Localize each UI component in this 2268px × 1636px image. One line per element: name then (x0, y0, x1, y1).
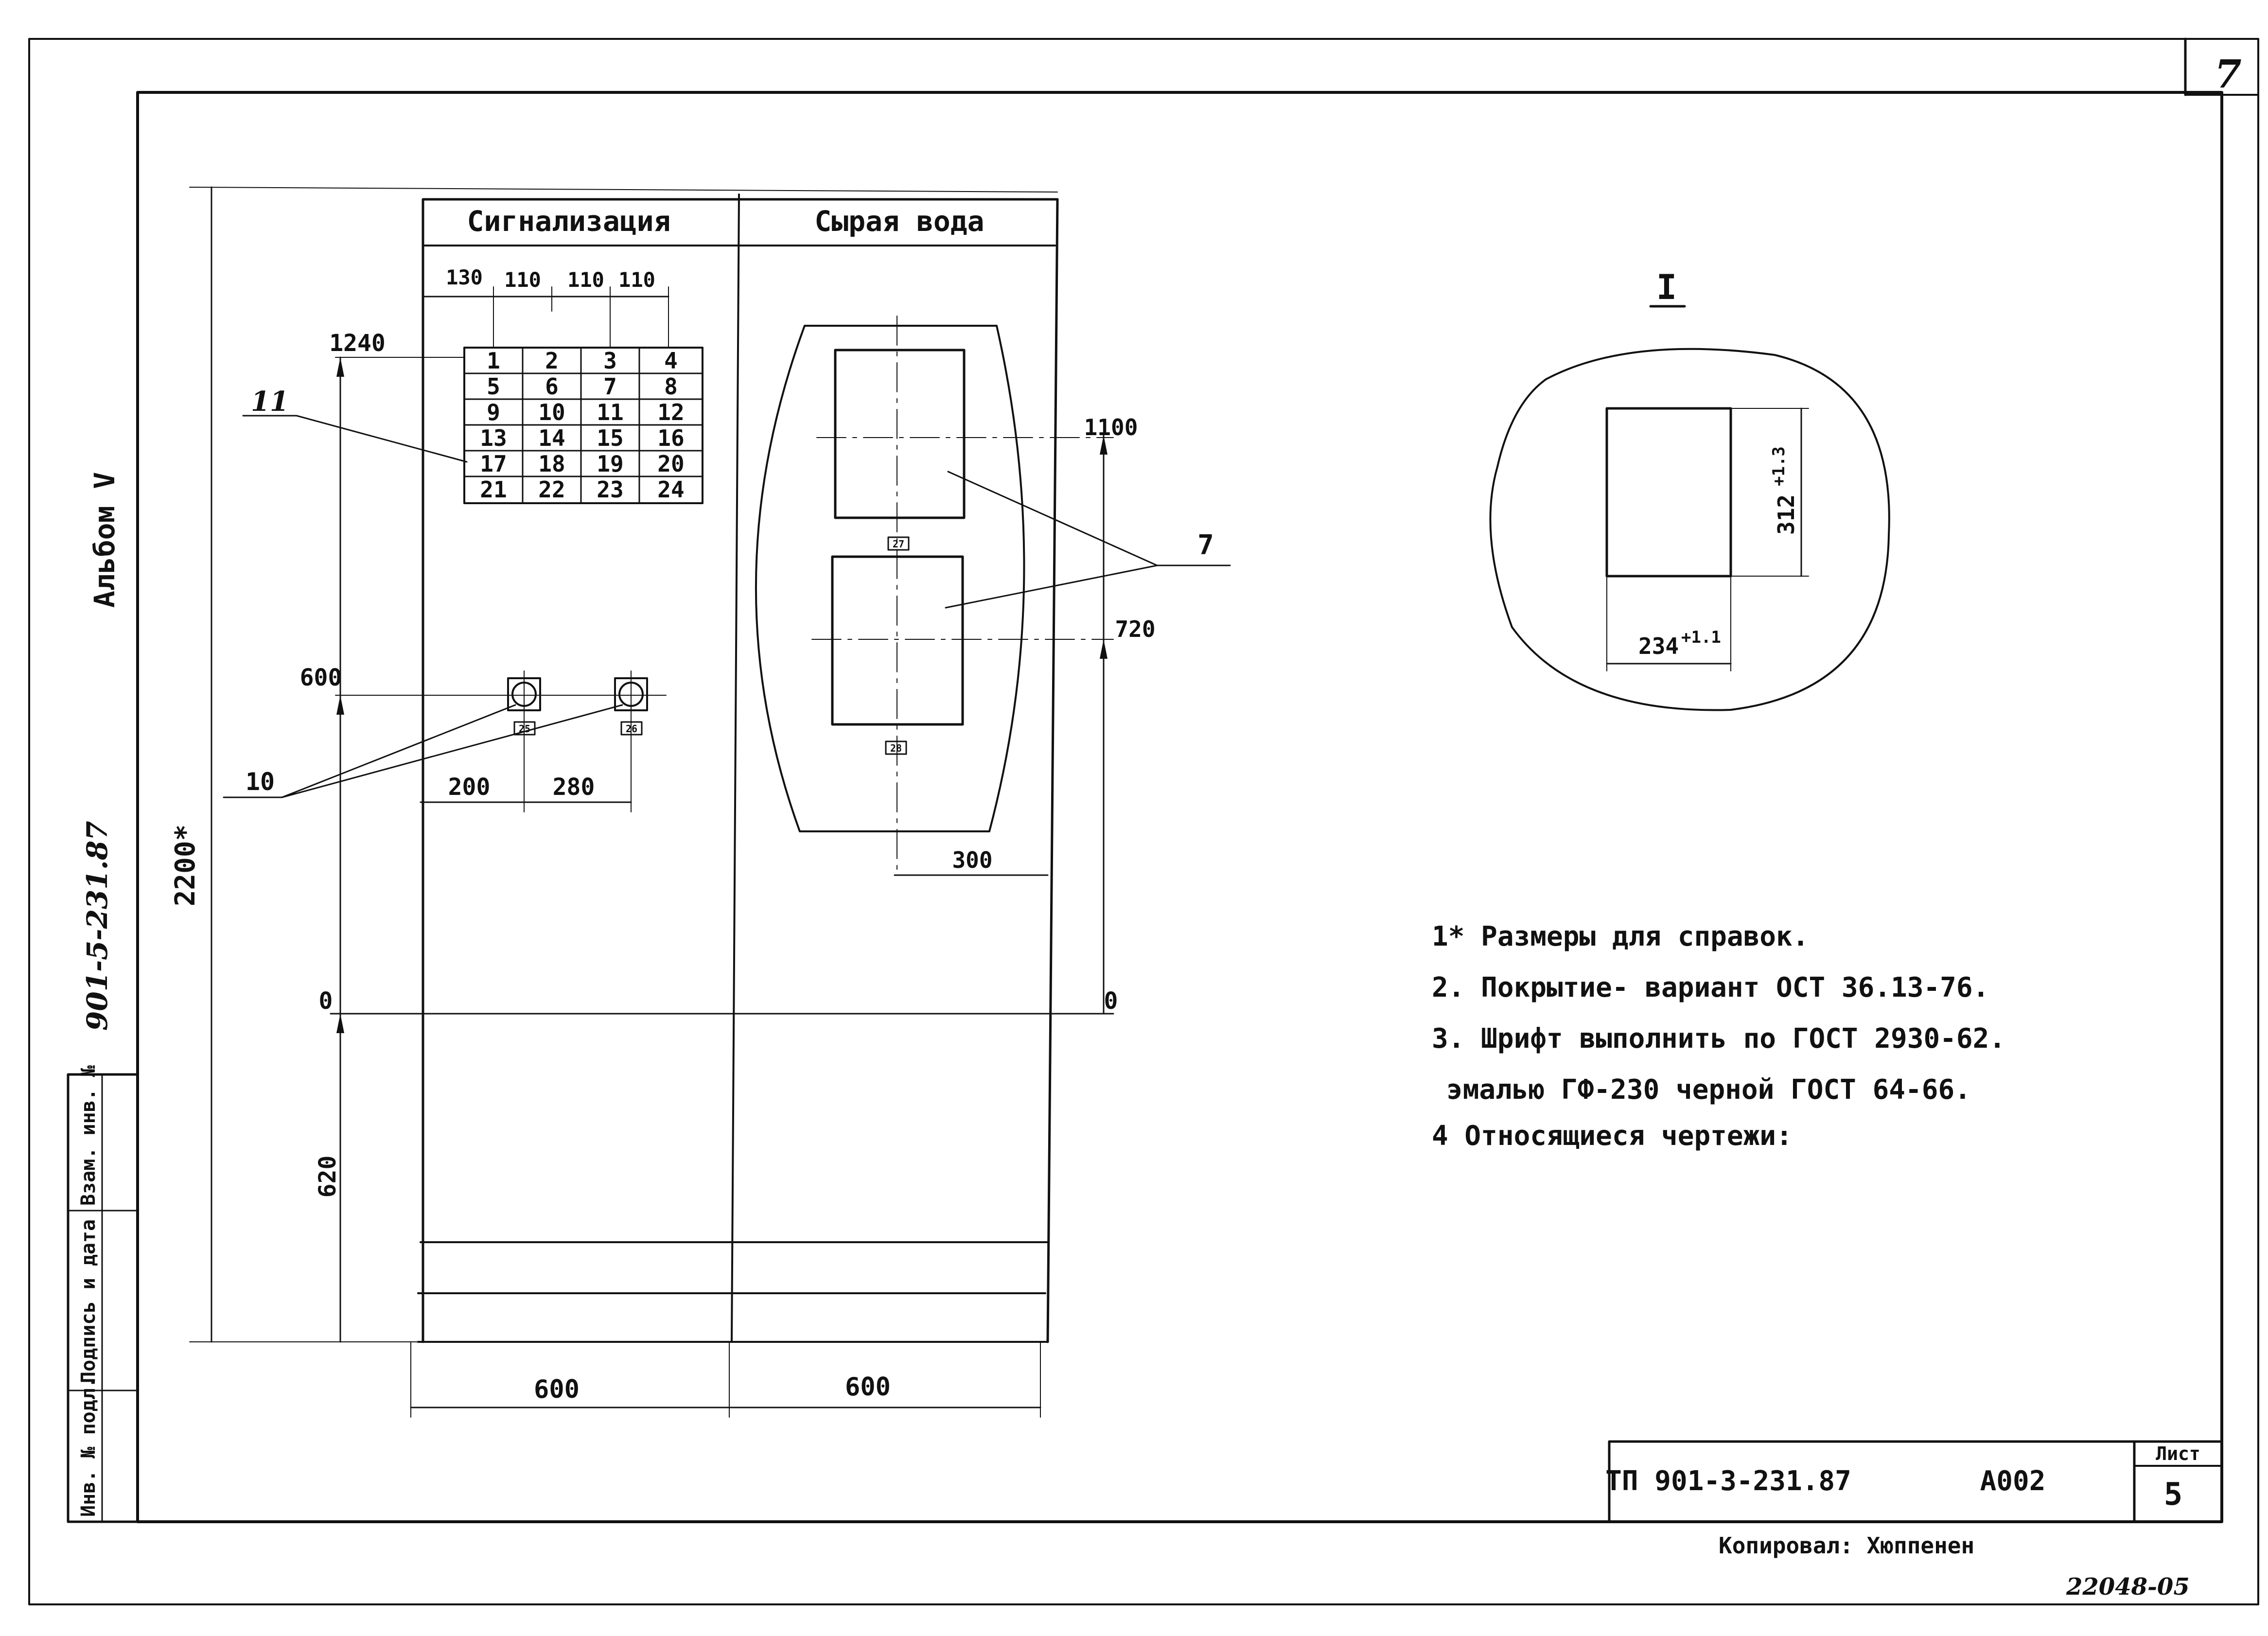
water-header: Сырая вода (814, 205, 984, 238)
grid-cell: 15 (597, 425, 623, 451)
dim-110-c: 110 (618, 268, 655, 292)
notes: 1* Размеры для справок. 2. Покрытие- вар… (1432, 921, 2005, 1152)
stamp-inv-no: Инв. № подл. (77, 1376, 100, 1517)
grid-cell: 9 (487, 399, 500, 425)
dim-110-a: 110 (504, 268, 541, 292)
dim-2200: 2200* (170, 825, 201, 907)
callout-11: 11 (251, 386, 289, 418)
footer-number: 22048-05 (2066, 1573, 2190, 1601)
signal-grid-numbers: 1 2 3 4 5 6 7 8 9 10 11 12 13 14 15 16 1… (480, 348, 684, 503)
stamp-signature-date: Подпись и дата (77, 1219, 100, 1383)
detail-title: I (1656, 267, 1677, 307)
grid-cell: 17 (480, 451, 507, 477)
dim-1240: 1240 (329, 330, 386, 357)
title-sheet-number: 5 (2164, 1477, 2183, 1513)
grid-cell: 21 (480, 476, 507, 503)
footer-copied: Копировал: Хюппенен (1719, 1532, 1974, 1559)
window-tag-1: 27 (893, 538, 904, 550)
dim-280: 280 (553, 774, 595, 801)
bottom-dimensions (410, 1341, 1041, 1418)
grid-cell: 13 (480, 425, 507, 451)
signal-header: Сигнализация (467, 205, 670, 238)
grid-cell: 7 (603, 373, 617, 400)
corner-page-number: 7 (2215, 51, 2242, 97)
dim-600-bottom-left: 600 (534, 1375, 580, 1404)
detail-height-dim: 312 (1773, 494, 1799, 535)
grid-cell: 22 (538, 476, 565, 503)
note-3: 3. Шрифт выполнить по ГОСТ 2930-62. (1432, 1023, 2005, 1055)
window-tag-2: 28 (890, 742, 902, 754)
dim-130: 130 (446, 265, 483, 289)
water-section (755, 316, 1114, 1015)
title-sheet-label: Лист (2156, 1443, 2200, 1464)
note-4: 4 Относящиеся чертежи: (1432, 1120, 1793, 1152)
dim-110-b: 110 (567, 268, 604, 292)
grid-cell: 11 (597, 399, 623, 425)
grid-cell: 2 (545, 348, 559, 374)
dim-600-left: 600 (300, 664, 342, 691)
grid-cell: 4 (664, 348, 678, 374)
panel-outline (417, 194, 1059, 1343)
dim-620: 620 (314, 1156, 341, 1198)
top-dimension-chain (422, 286, 669, 348)
lamp-tag-2: 26 (626, 723, 637, 735)
dim-zero-left: 0 (319, 987, 333, 1015)
grid-cell: 20 (657, 451, 684, 477)
grid-cell: 16 (657, 425, 684, 451)
dim-1100: 1100 (1084, 414, 1138, 440)
grid-cell: 5 (487, 373, 500, 400)
grid-cell: 10 (538, 399, 565, 425)
dim-720: 720 (1115, 616, 1155, 642)
grid-cell: 19 (597, 451, 623, 477)
dim-zero-right: 0 (1104, 987, 1118, 1015)
side-project-code: 901-5-231.87 (81, 821, 114, 1031)
detail-height-tol: +1.3 (1769, 446, 1789, 486)
grid-cell: 23 (597, 476, 623, 503)
sheet-frame (28, 37, 2259, 1605)
album-label: Альбом V (88, 472, 121, 608)
callout-10: 10 (246, 768, 275, 796)
grid-cell: 1 (487, 348, 500, 374)
side-stamp (67, 1073, 139, 1523)
leader-lines (223, 415, 1231, 798)
title-code: ТП 901-3-231.87 (1605, 1465, 1851, 1497)
callout-7: 7 (1197, 529, 1214, 561)
detail-width-tol: +1.1 (1681, 628, 1721, 647)
note-2: 2. Покрытие- вариант ОСТ 36.13-76. (1432, 972, 1989, 1003)
detail-width-dim: 234 (1638, 633, 1679, 659)
dim-300: 300 (952, 847, 992, 873)
grid-cell: 6 (545, 373, 559, 400)
dim-600-bottom-right: 600 (845, 1372, 891, 1402)
grid-cell: 12 (657, 399, 684, 425)
stamp-replace-inv: Взам. инв. № (77, 1065, 100, 1206)
grid-cell: 14 (538, 425, 565, 451)
grid-cell: 3 (603, 348, 617, 374)
signal-grid (463, 347, 703, 504)
indicator-lamps (420, 670, 648, 812)
dim-200: 200 (448, 774, 491, 801)
note-3-cont: эмалью ГФ-230 черной ГОСТ 64-66. (1446, 1074, 1971, 1106)
grid-cell: 24 (657, 476, 684, 503)
grid-cell: 8 (664, 373, 678, 400)
left-dimensions (189, 186, 1114, 1343)
title-block (1608, 1440, 2223, 1523)
title-sheet-code: А002 (1980, 1465, 2046, 1497)
grid-cell: 18 (538, 451, 565, 477)
detail-view (1489, 305, 1890, 711)
note-1: 1* Размеры для справок. (1432, 921, 1809, 952)
